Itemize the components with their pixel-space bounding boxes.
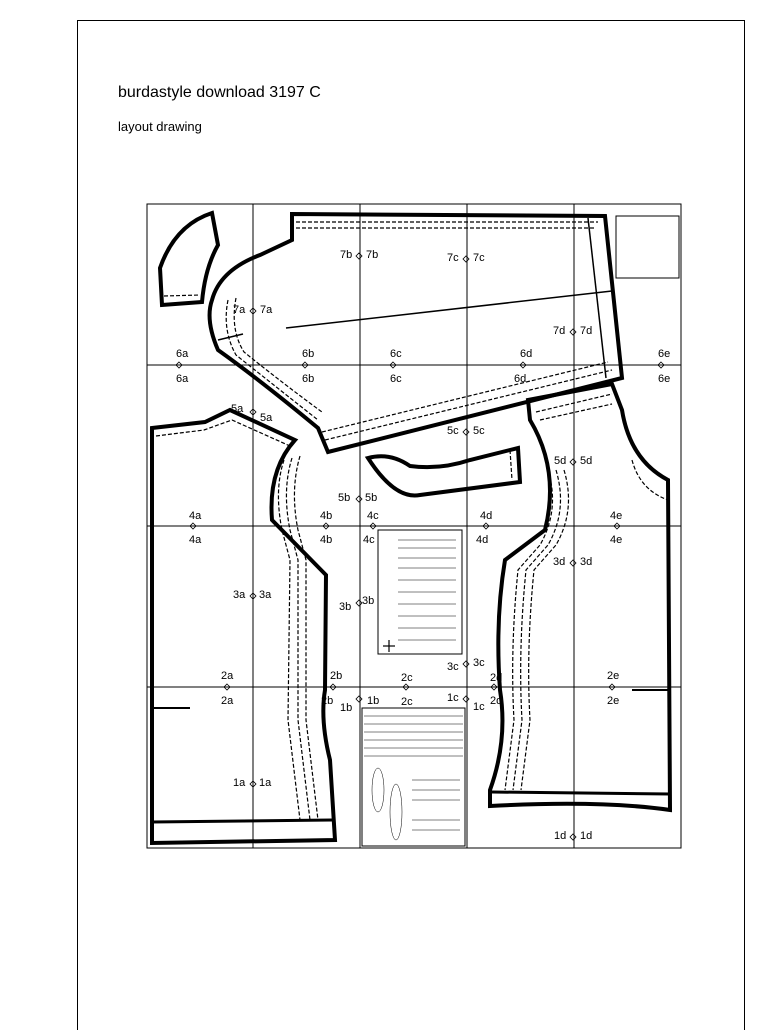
tile-label: 7d (553, 325, 565, 337)
tile-label: 7d (580, 325, 592, 337)
tile-label: 7a (233, 304, 246, 316)
tile-label: 4c (363, 534, 375, 546)
tile-label: 3c (473, 657, 485, 669)
tile-label: 6c (390, 348, 402, 360)
tile-label: 6a (176, 348, 189, 360)
tile-label: 1a (259, 777, 272, 789)
tile-label: 2b (321, 695, 333, 707)
tile-label: 7c (447, 252, 459, 264)
tile-label: 1a (233, 777, 246, 789)
tile-label: 6b (302, 373, 314, 385)
tile-label: 5b (365, 492, 377, 504)
tile-label: 4d (476, 534, 488, 546)
tile-label: 4c (367, 510, 379, 522)
tile-label: 7b (366, 249, 378, 261)
tile-label: 2e (607, 670, 619, 682)
tile-label: 6e (658, 373, 670, 385)
symbol-legend-panel (377, 529, 463, 655)
tile-label: 4e (610, 534, 622, 546)
tile-label: 1c (473, 701, 485, 713)
tile-label: 2a (221, 670, 234, 682)
tile-label: 5d (554, 455, 566, 467)
page-frame (77, 20, 745, 1030)
tile-label: 3a (233, 589, 246, 601)
tile-label: 4e (610, 510, 622, 522)
tile-label: 6a (176, 373, 189, 385)
tile-label: 5a (231, 403, 244, 415)
match-marks (175, 252, 665, 841)
size-chart-panel (361, 707, 466, 847)
tile-label: 3d (553, 556, 565, 568)
page-subtitle: layout drawing (118, 119, 202, 134)
tile-label: 2d (490, 672, 502, 684)
tile-label: 3a (259, 589, 272, 601)
tile-label: 7a (260, 304, 273, 316)
page-title: burdastyle download 3197 C (118, 84, 321, 101)
tile-label: 3d (580, 556, 592, 568)
tile-labels: 7b 7b 7c 7c 7a 7a 7d 7d 6a 6a 6b 6b 6c 6… (176, 249, 670, 842)
tile-grid (146, 203, 682, 849)
tile-label: 1c (447, 692, 459, 704)
tile-label: 7b (340, 249, 352, 261)
tile-label: 3b (339, 601, 351, 613)
tile-label: 4a (189, 510, 202, 522)
tile-label: 2c (401, 672, 413, 684)
tile-label: 5b (338, 492, 350, 504)
tile-label: 4b (320, 534, 332, 546)
tile-label: 1b (367, 695, 379, 707)
tile-label: 3c (447, 661, 459, 673)
tile-label: 3b (362, 595, 374, 607)
tile-label: 2c (401, 696, 413, 708)
tile-label: 2a (221, 695, 234, 707)
facing-piece (364, 445, 523, 498)
tile-label: 6d (514, 373, 526, 385)
tile-label: 2e (607, 695, 619, 707)
tile-label: 4a (189, 534, 202, 546)
tile-label: 4d (480, 510, 492, 522)
tile-label: 6c (390, 373, 402, 385)
collar-piece-small (157, 210, 221, 308)
tile-label: 2b (330, 670, 342, 682)
tile-label: 1d (554, 830, 566, 842)
tile-label: 6e (658, 348, 670, 360)
tile-label: 1d (580, 830, 592, 842)
sleeve-piece (207, 211, 625, 455)
tile-label: 6d (520, 348, 532, 360)
tile-label: 7c (473, 252, 485, 264)
tile-label: 5d (580, 455, 592, 467)
tile-label: 6b (302, 348, 314, 360)
tile-label: 1b (340, 702, 352, 714)
tile-label: 5c (447, 425, 459, 437)
tile-label: 4b (320, 510, 332, 522)
front-piece-right (488, 381, 673, 813)
tile-label: 5c (473, 425, 485, 437)
front-piece-left (150, 407, 338, 846)
tile-label: 5a (260, 412, 273, 424)
tile-label: 2d (490, 695, 502, 707)
